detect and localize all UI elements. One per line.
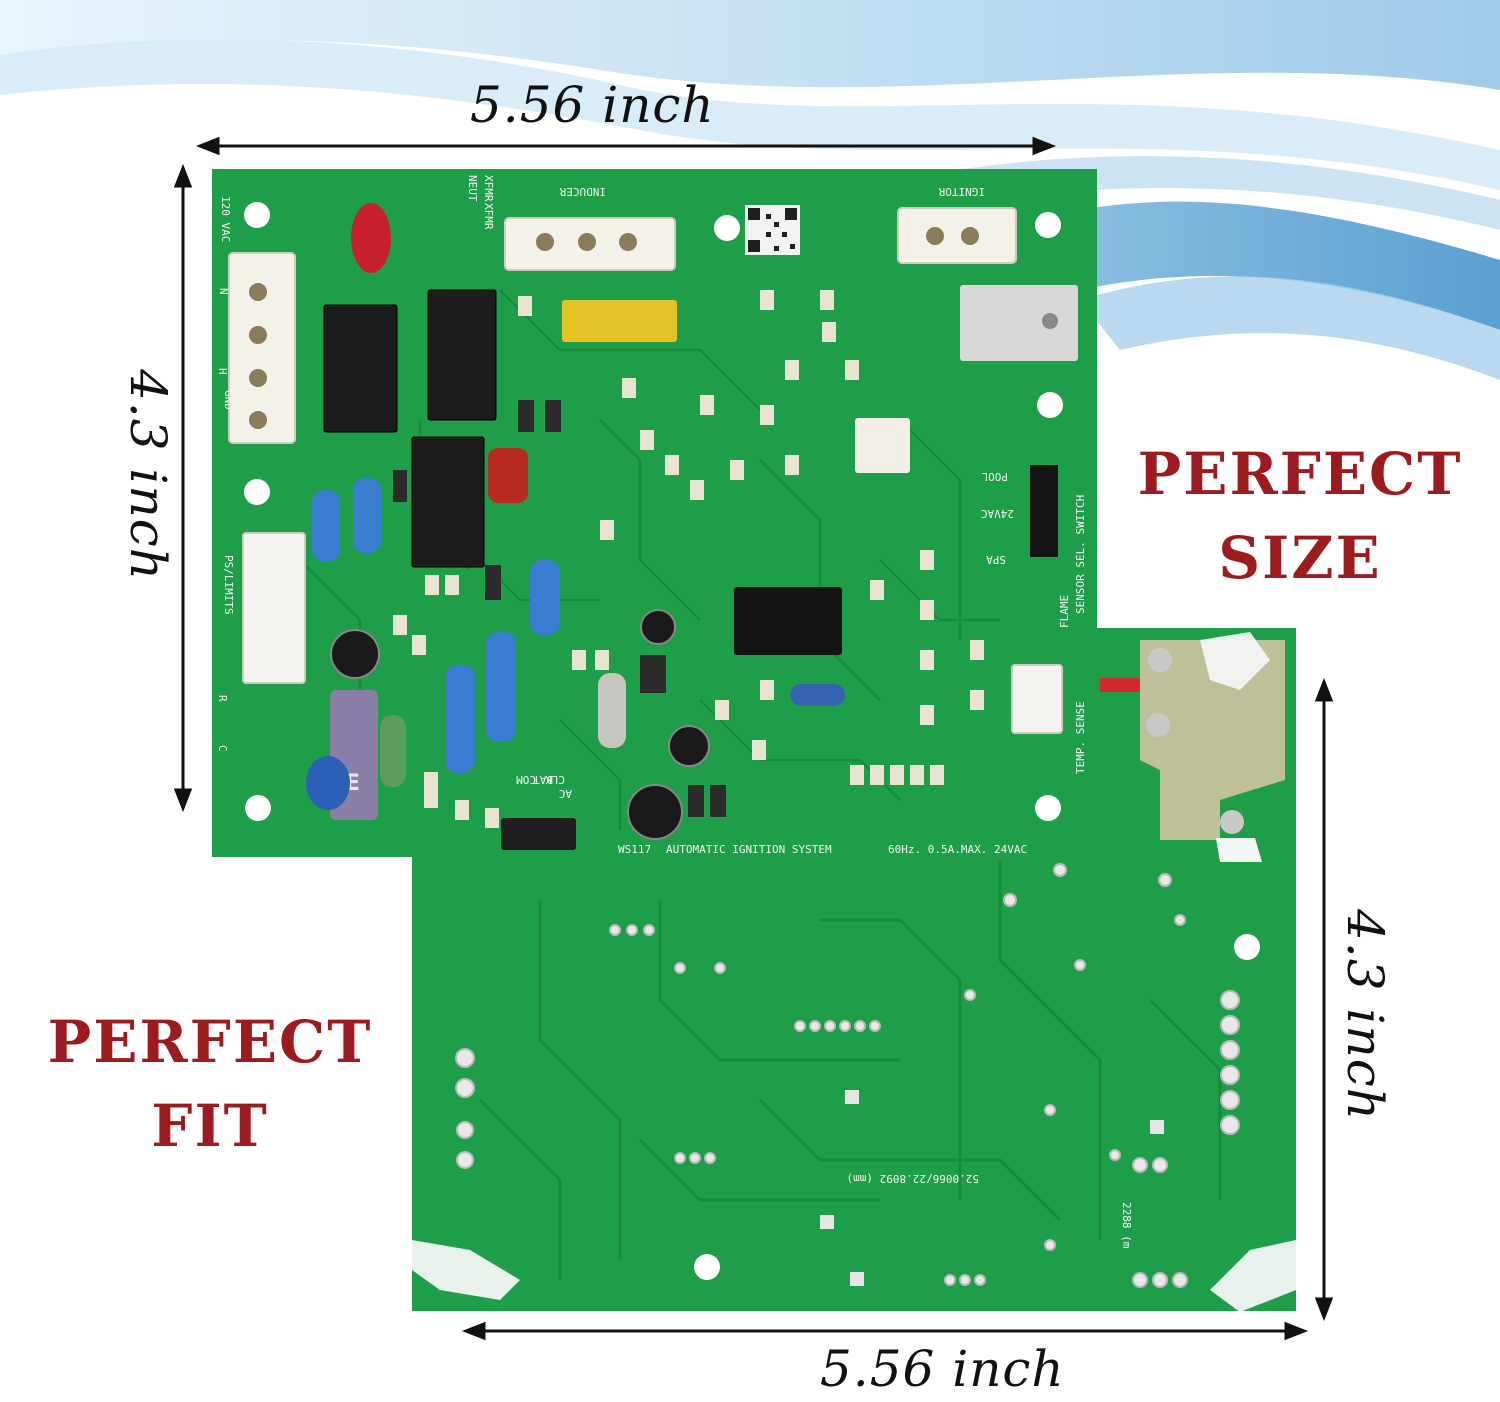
back-code-label: 52.0066/22.8092 (mm)	[847, 1172, 979, 1185]
n-label: N	[217, 288, 230, 295]
left-height-label: 4.3 inch	[119, 369, 177, 581]
top-width-label: 5.56 inch	[470, 76, 715, 134]
model-label: WS117	[618, 843, 651, 856]
neut-label: NEUT	[466, 175, 479, 202]
tagline-line: FIT	[151, 1092, 269, 1161]
rating-label: 60Hz. 0.5A.MAX. 24VAC	[888, 843, 1027, 856]
tagline-line: PERFECT	[1137, 440, 1463, 508]
system-label: AUTOMATIC IGNITION SYSTEM	[666, 843, 832, 856]
perfect-fit-tagline: PERFECT FIT	[30, 1000, 390, 1168]
back-code-label-2: 2288 (m	[1120, 1202, 1133, 1249]
r-label: R	[216, 695, 229, 702]
right-height-label: 4.3 inch	[1336, 909, 1394, 1121]
ignitor-label: IGNITOR	[938, 185, 985, 198]
dimension-arrows	[173, 136, 1334, 1341]
pool-label: POOL	[981, 470, 1008, 483]
temp-sense-label: TEMP. SENSE	[1074, 701, 1087, 774]
vac24-label: 24VAC	[981, 507, 1014, 520]
xfmr-label: XFMR	[482, 175, 495, 202]
h-label: H	[216, 368, 229, 375]
clk-label: CLK	[545, 773, 565, 786]
xfmr2-label: XFMR	[482, 203, 495, 230]
ac-label: AC	[559, 787, 572, 800]
spa-label: SPA	[986, 553, 1006, 566]
c-label: C	[216, 745, 229, 752]
gnd-label: GND	[222, 390, 235, 410]
qr-code	[745, 205, 800, 255]
sensor-sel-switch-label: SENSOR SEL. SWITCH	[1074, 495, 1087, 614]
front-board: E	[212, 169, 1097, 857]
tagline-line: PERFECT	[47, 1008, 373, 1076]
tagline-line: SIZE	[1218, 524, 1382, 593]
inducer-label: INDUCER	[559, 185, 606, 198]
perfect-size-tagline: PERFECT SIZE	[1120, 432, 1480, 600]
vac-label: 120 VAC	[219, 196, 232, 242]
ps-limits-label: PS/LIMITS	[222, 555, 235, 615]
flame-label: FLAME	[1058, 595, 1071, 628]
com-label: COM	[516, 773, 536, 786]
bottom-width-label: 5.56 inch	[820, 1340, 1065, 1398]
dat-label: DAT	[533, 773, 553, 786]
